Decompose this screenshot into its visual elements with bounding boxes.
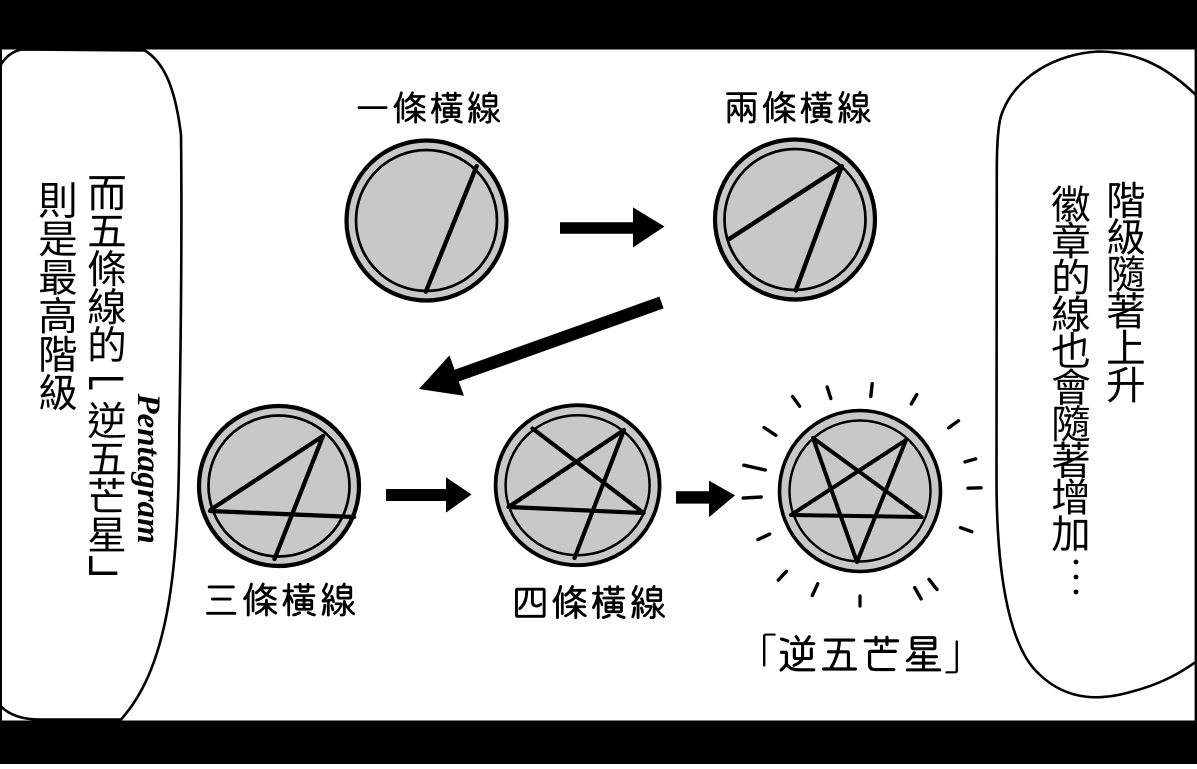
svg-text:Pentagram: Pentagram [130,393,166,544]
